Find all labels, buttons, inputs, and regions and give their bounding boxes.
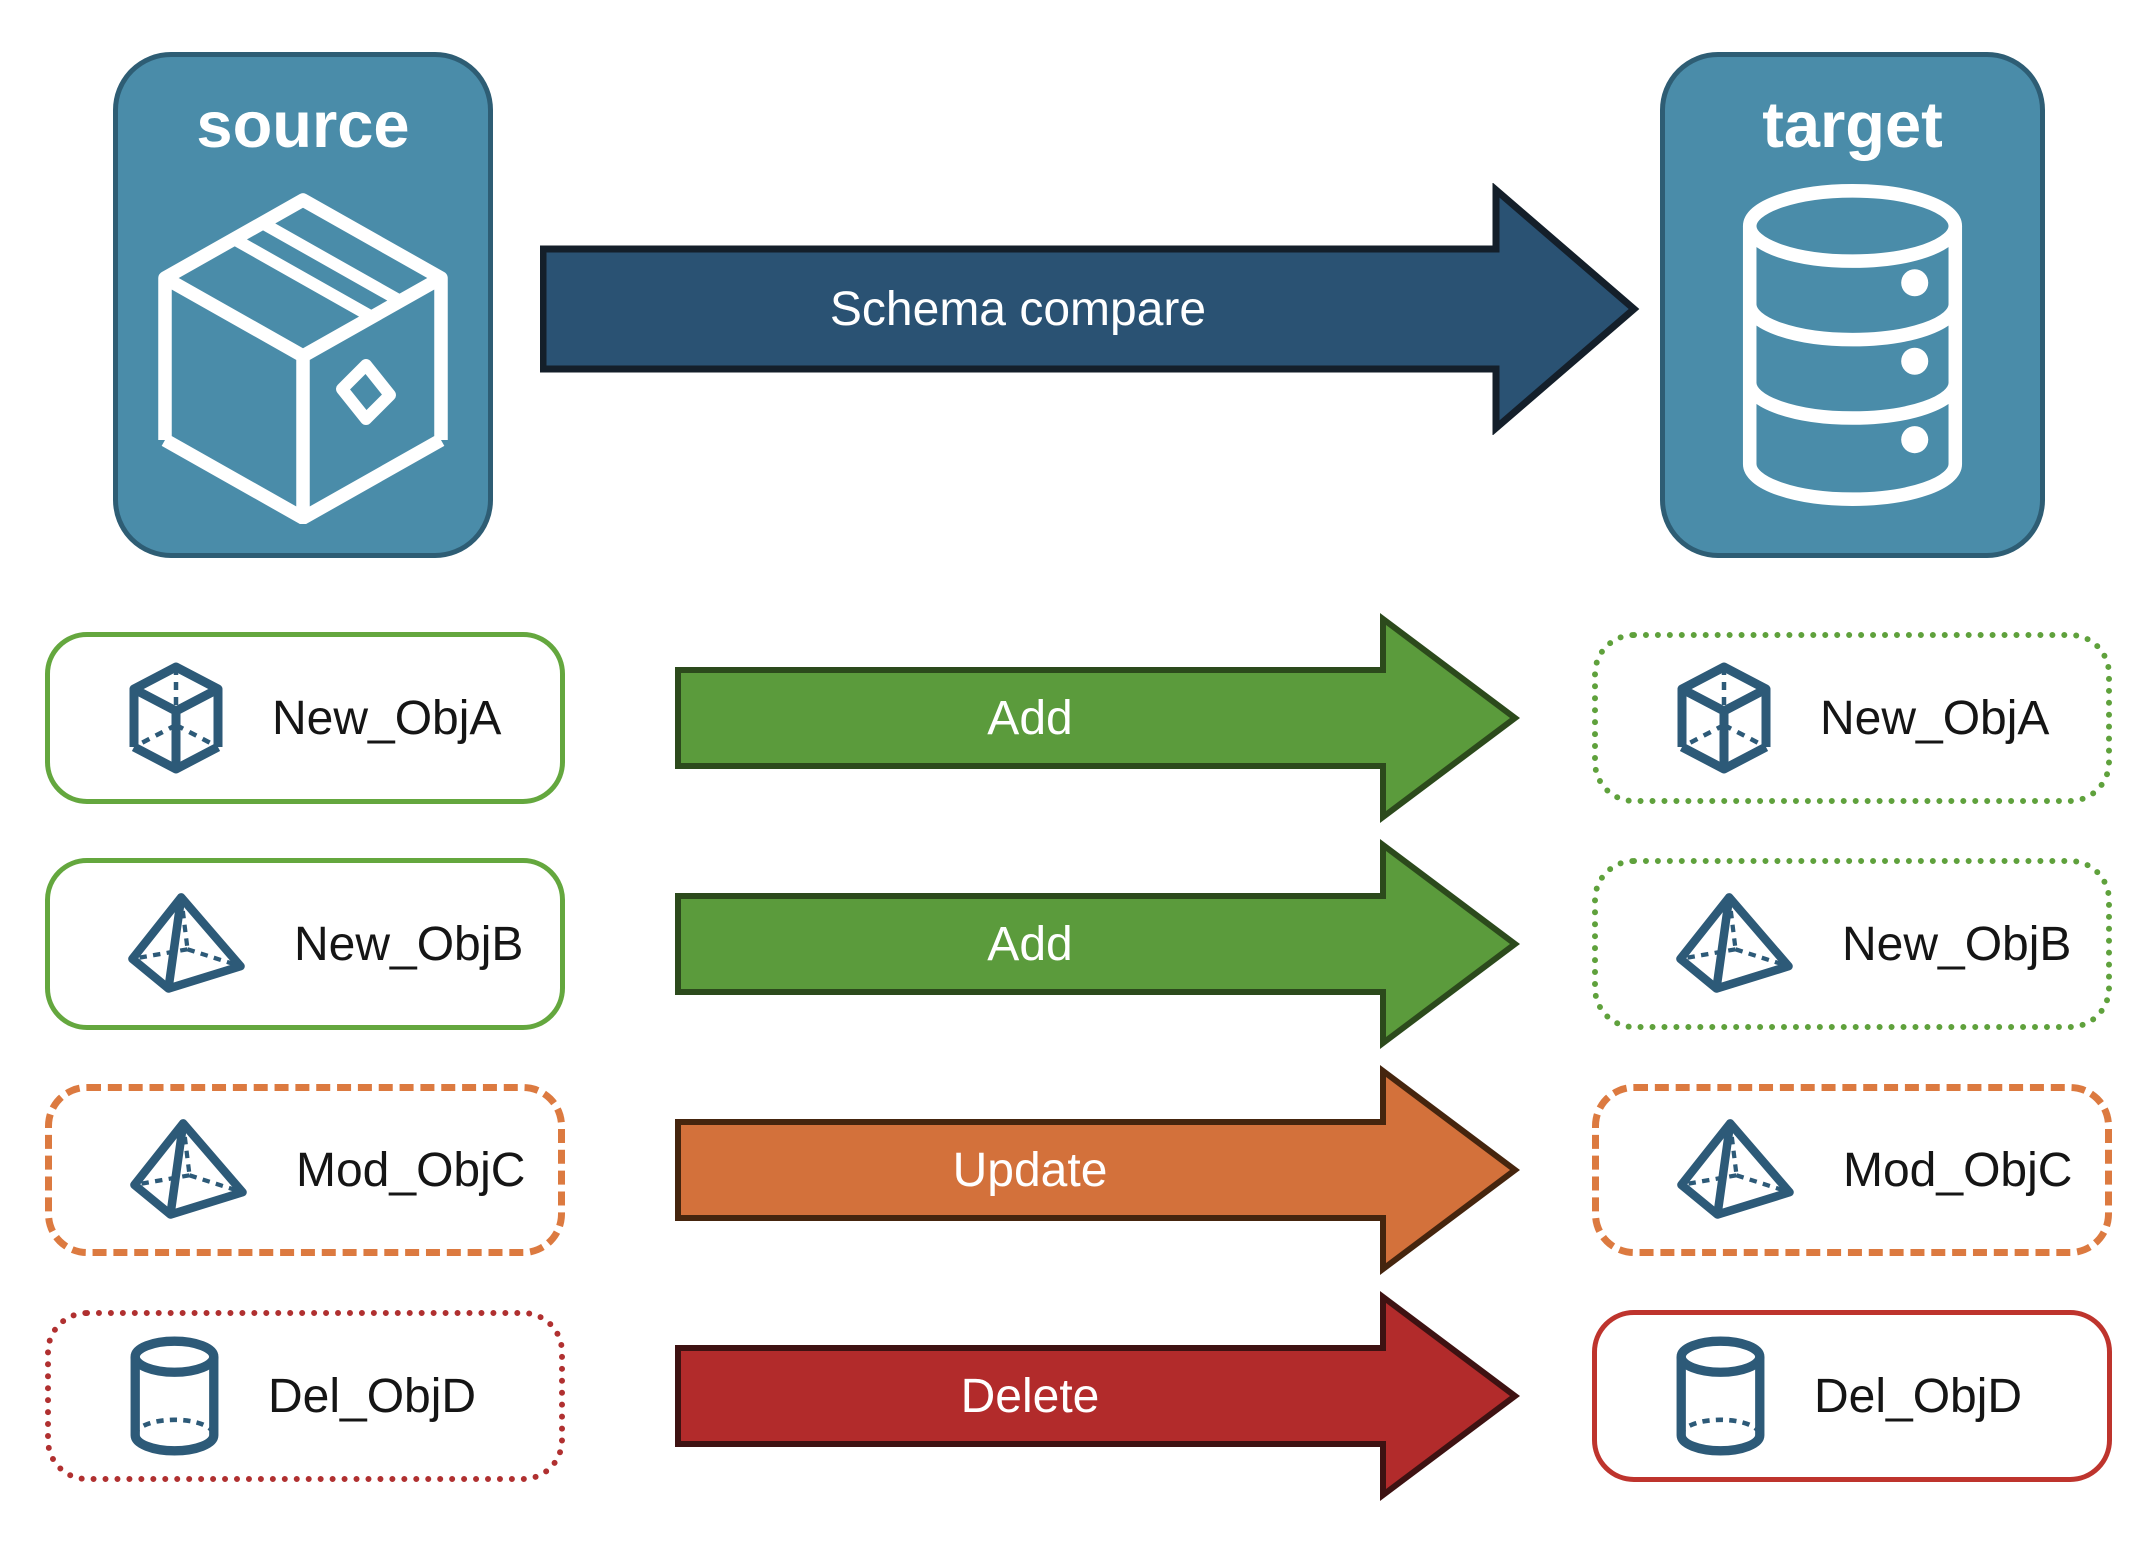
pyramid-icon xyxy=(1674,891,1796,997)
source-object-del-objd: Del_ObjD xyxy=(45,1310,565,1482)
add-arrow-shape xyxy=(675,613,1520,823)
object-label: New_ObjB xyxy=(294,917,524,971)
target-node: target xyxy=(1660,52,2045,558)
delete-arrow-label: Delete xyxy=(960,1369,1100,1423)
cylinder-icon xyxy=(1673,1335,1768,1457)
cube-icon xyxy=(1674,662,1774,774)
add-arrow-label: Add xyxy=(987,917,1073,971)
cylinder-icon xyxy=(127,1335,222,1457)
target-object-new-obja: New_ObjA xyxy=(1592,632,2112,804)
update-arrow-label: Update xyxy=(952,1143,1108,1197)
delete-arrow-shape xyxy=(675,1291,1520,1501)
add-arrow-row-2: Add xyxy=(675,839,1520,1049)
object-label: New_ObjA xyxy=(272,691,502,745)
schema-compare-arrow: Schema compare xyxy=(540,183,1640,435)
pyramid-icon xyxy=(126,891,248,997)
add-arrow-row-1: Add xyxy=(675,613,1520,823)
object-label: Del_ObjD xyxy=(268,1369,477,1423)
package-box-icon xyxy=(153,188,453,524)
object-label: Mod_ObjC xyxy=(1843,1143,2073,1197)
source-object-mod-objc: Mod_ObjC xyxy=(45,1084,565,1256)
object-label: Mod_ObjC xyxy=(296,1143,526,1197)
database-icon xyxy=(1730,180,1975,510)
target-object-mod-objc: Mod_ObjC xyxy=(1592,1084,2112,1256)
target-title: target xyxy=(1762,88,1943,161)
pyramid-icon xyxy=(1675,1117,1797,1223)
target-object-del-objd: Del_ObjD xyxy=(1592,1310,2112,1482)
source-node: source xyxy=(113,52,493,558)
schema-compare-arrow-shape xyxy=(540,183,1640,435)
source-title: source xyxy=(196,88,410,161)
object-label: New_ObjA xyxy=(1820,691,2050,745)
update-arrow-shape xyxy=(675,1065,1520,1275)
cube-icon xyxy=(126,662,226,774)
object-label: New_ObjB xyxy=(1842,917,2072,971)
add-arrow-shape xyxy=(675,839,1520,1049)
object-label: Del_ObjD xyxy=(1814,1369,2023,1423)
update-arrow-row-3: Update xyxy=(675,1065,1520,1275)
schema-compare-label: Schema compare xyxy=(829,282,1207,336)
target-object-new-objb: New_ObjB xyxy=(1592,858,2112,1030)
delete-arrow-row-4: Delete xyxy=(675,1291,1520,1501)
pyramid-icon xyxy=(128,1117,250,1223)
source-object-new-obja: New_ObjA xyxy=(45,632,565,804)
add-arrow-label: Add xyxy=(987,691,1073,745)
source-object-new-objb: New_ObjB xyxy=(45,858,565,1030)
